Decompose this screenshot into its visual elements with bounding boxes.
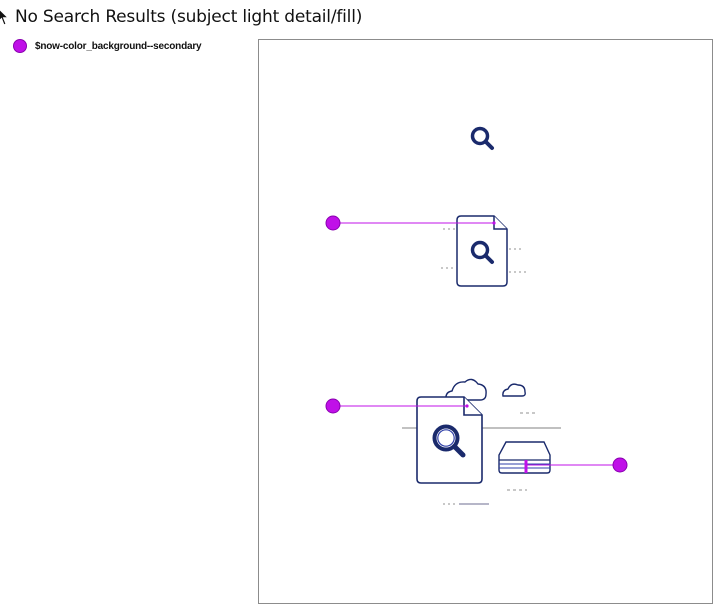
large-scene-illustration <box>402 378 561 505</box>
cursor-icon <box>0 9 9 26</box>
legend-swatch <box>13 39 27 53</box>
small-search-icon <box>470 126 494 150</box>
annotation-marker-database <box>524 457 628 473</box>
cloud-small-icon <box>502 383 526 397</box>
large-search-icon <box>432 424 466 458</box>
legend: $now-color_background--secondary <box>13 39 202 53</box>
dash-decorations <box>443 412 537 505</box>
annotation-marker-medium <box>325 215 496 231</box>
cloud-large-icon <box>445 378 487 401</box>
page-title: No Search Results (subject light detail/… <box>15 7 363 27</box>
document-search-icon <box>470 240 494 264</box>
annotation-marker-document <box>325 398 469 414</box>
legend-label: $now-color_background--secondary <box>35 40 202 52</box>
dash-decorations <box>441 228 527 273</box>
medium-document-illustration <box>441 215 527 287</box>
header: No Search Results (subject light detail/… <box>0 4 362 30</box>
